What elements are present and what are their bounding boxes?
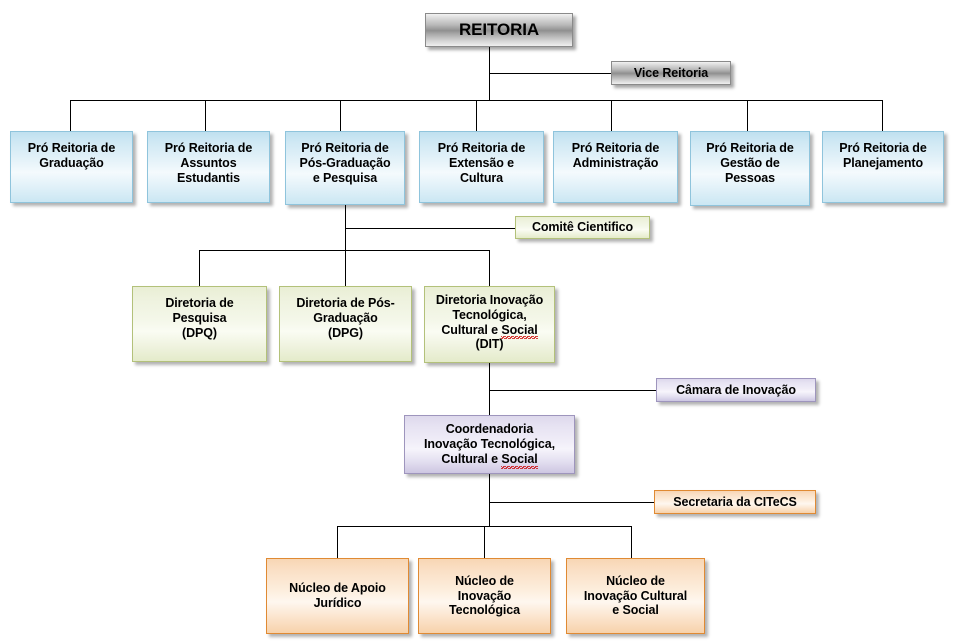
dit-line-3-prefix: Cultural e	[441, 322, 502, 337]
node-pro-reitoria-graduacao[interactable]: Pró Reitoria de Graduação	[10, 131, 133, 203]
node-secretaria-citecs[interactable]: Secretaria da CITeCS	[654, 490, 816, 514]
connector-drop-dir-2	[345, 250, 346, 286]
node-pro-reitoria-assuntos-estudantis[interactable]: Pró Reitoria de Assuntos Estudantis	[147, 131, 270, 203]
connector-dit-stem	[489, 363, 490, 415]
connector-coord-to-secretaria	[489, 502, 654, 503]
node-vice-reitoria[interactable]: Vice Reitoria	[611, 61, 731, 85]
coord-line-2: Inovação Tecnológica,	[423, 437, 556, 452]
connector-drop-pr-6	[747, 100, 748, 131]
node-comite-cientifico[interactable]: Comitê Cientifico	[515, 216, 650, 239]
connector-drop-dir-1	[199, 250, 200, 286]
connector-drop-dir-3	[489, 250, 490, 286]
node-camara-inovacao[interactable]: Câmara de Inovação	[656, 378, 816, 402]
connector-diretorias-bus	[199, 250, 490, 251]
connector-drop-pr-1	[70, 100, 71, 131]
connector-drop-pr-5	[611, 100, 612, 131]
dit-line-2: Tecnológica,	[452, 307, 527, 322]
node-diretoria-pos-graduacao[interactable]: Diretoria de Pós- Graduação (DPG)	[279, 286, 412, 362]
coord-line-3-prefix: Cultural e	[441, 451, 502, 466]
node-diretoria-inovacao-dit[interactable]: Diretoria Inovação Tecnológica, Cultural…	[424, 286, 555, 363]
connector-ppgp-to-comite	[345, 228, 515, 229]
node-pro-reitoria-planejamento[interactable]: Pró Reitoria de Planejamento	[822, 131, 944, 203]
connector-dit-to-camara	[489, 390, 656, 391]
dit-line-4: (DIT)	[475, 337, 504, 352]
node-pro-reitoria-pos-graduacao-pesquisa[interactable]: Pró Reitoria de Pós-Graduação e Pesquisa	[285, 131, 405, 205]
connector-drop-pr-4	[476, 100, 477, 131]
connector-reitoria-stem	[489, 47, 490, 101]
node-nucleo-inovacao-tecnologica[interactable]: Núcleo de Inovação Tecnológica	[418, 558, 551, 634]
node-diretoria-pesquisa[interactable]: Diretoria de Pesquisa (DPQ)	[132, 286, 267, 362]
node-reitoria[interactable]: REITORIA	[425, 13, 573, 47]
node-nucleo-apoio-juridico[interactable]: Núcleo de Apoio Jurídico	[266, 558, 409, 634]
connector-drop-pr-7	[882, 100, 883, 131]
connector-ppgp-stem	[345, 205, 346, 287]
coord-line-3-misspelled-word: Social	[501, 451, 538, 469]
dit-line-1: Diretoria Inovação	[435, 293, 544, 307]
node-coordenadoria-citecs[interactable]: Coordenadoria Inovação Tecnológica, Cult…	[404, 415, 575, 474]
connector-drop-pr-3	[340, 100, 341, 131]
coord-line-3: Cultural e Social	[441, 451, 538, 469]
connector-drop-nucleo-3	[631, 526, 632, 558]
connector-drop-nucleo-1	[337, 526, 338, 558]
connector-drop-nucleo-2	[484, 526, 485, 558]
connector-drop-pr-2	[205, 100, 206, 131]
node-nucleo-inovacao-cultural-social[interactable]: Núcleo de Inovação Cultural e Social	[566, 558, 705, 634]
connector-reitoria-to-vice	[489, 73, 611, 74]
node-pro-reitoria-extensao-cultura[interactable]: Pró Reitoria de Extensão e Cultura	[419, 131, 544, 203]
connector-coord-stem	[489, 474, 490, 526]
coord-line-1: Coordenadoria	[445, 422, 534, 437]
node-pro-reitoria-gestao-pessoas[interactable]: Pró Reitoria de Gestão de Pessoas	[690, 131, 810, 206]
dit-line-3-misspelled-word: Social	[501, 322, 538, 339]
node-pro-reitoria-administracao[interactable]: Pró Reitoria de Administração	[553, 131, 678, 203]
dit-line-3: Cultural e Social	[441, 322, 538, 339]
